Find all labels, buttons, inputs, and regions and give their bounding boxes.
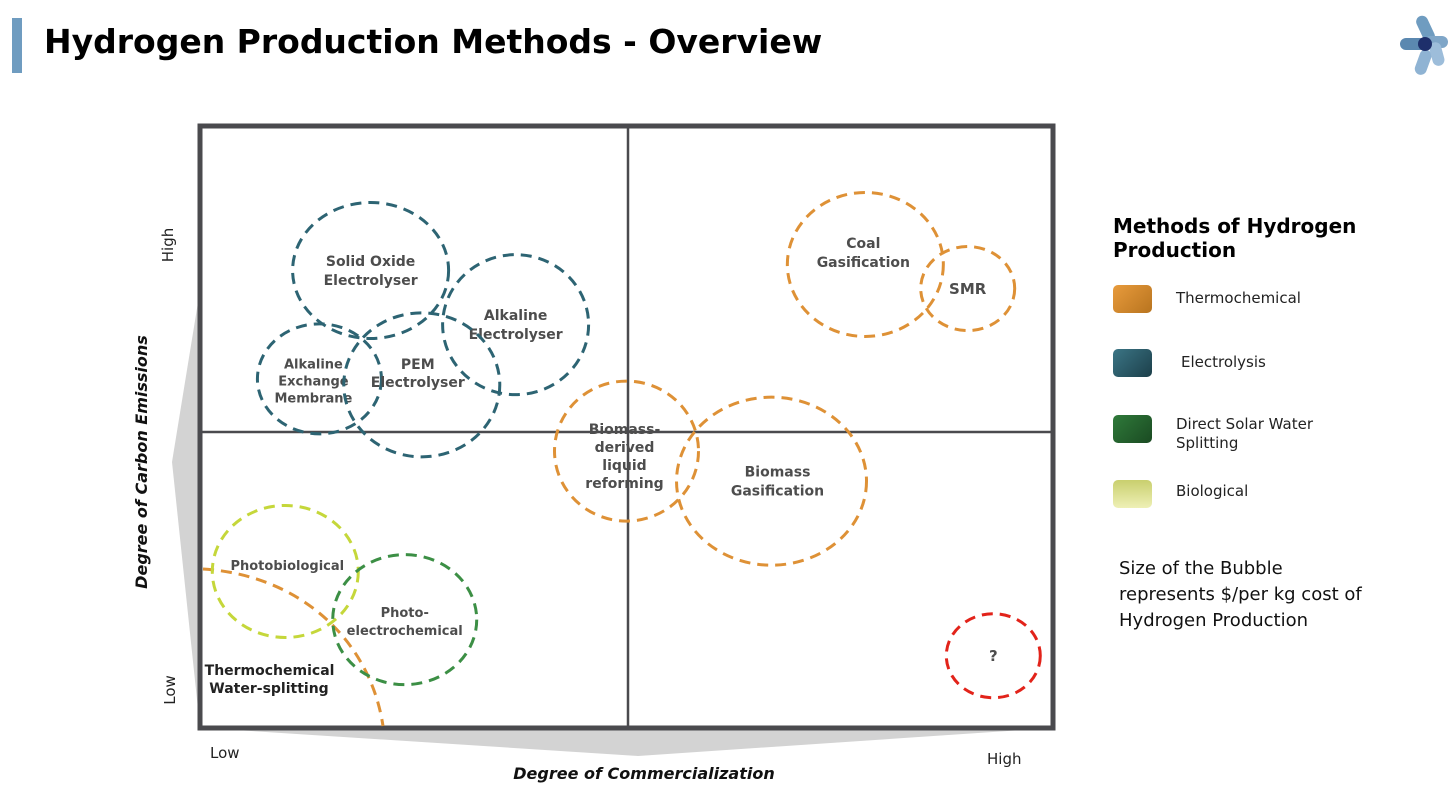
y-axis-shadow	[172, 290, 200, 728]
bubble-label-unknown: ?	[989, 647, 998, 665]
legend-label: Electrolysis	[1181, 353, 1266, 371]
legend-swatch-biological	[1113, 480, 1152, 508]
bubble-smr	[919, 245, 1017, 333]
bubble-label-line: Biomass-	[589, 422, 661, 438]
bubble-label-line: Solid Oxide	[326, 254, 415, 270]
legend-label: Biological	[1176, 482, 1249, 500]
star-logo-icon	[1400, 15, 1448, 75]
bubble-label-line: PEM	[401, 357, 435, 373]
x-axis-shadow	[204, 728, 1052, 756]
legend-title: Methods of Hydrogen Production	[1113, 214, 1357, 262]
legend-swatch-thermochemical	[1113, 285, 1152, 313]
bubble-solid-oxide	[291, 200, 451, 340]
bubble-label-line: Gasification	[817, 255, 910, 271]
x-axis-low-label: Low	[210, 744, 240, 762]
bubble-label-line: electrochemical	[347, 624, 463, 639]
legend: Methods of Hydrogen Production Thermoche…	[1113, 214, 1443, 508]
y-axis-low-label: Low	[161, 675, 179, 705]
bubble-pem	[342, 311, 502, 459]
y-axis-high-label: High	[159, 228, 177, 262]
y-axis-title: Degree of Carbon Emissions	[132, 335, 151, 589]
page-title: Hydrogen Production Methods - Overview	[44, 22, 823, 61]
bubble-label-line: SMR	[949, 280, 987, 298]
bubble-alkaline	[441, 253, 591, 397]
quadrant-frame	[197, 123, 1056, 731]
x-axis-title: Degree of Commercialization	[513, 764, 774, 783]
bubble-label-line: Alkaline	[484, 308, 547, 324]
bubble-label-line: Alkaline	[284, 357, 343, 372]
x-axis-high-label: High	[987, 750, 1021, 768]
bubble-label-line: liquid	[602, 458, 646, 474]
bubble-coal-gasification	[785, 190, 945, 338]
bubble-label-photobiological: Photobiological	[230, 559, 344, 574]
bubble-label-line: ?	[989, 647, 998, 665]
bubble-label-line: Electrolyser	[371, 375, 465, 391]
bubble-label-line: Membrane	[274, 391, 352, 406]
bubble-label-line: Electrolyser	[324, 273, 418, 289]
bubble-label-line: Photobiological	[230, 559, 344, 574]
bubble-label-line: Photo-	[381, 606, 429, 621]
thermochemical-water-splitting-arc	[202, 567, 385, 727]
legend-swatch-direct-solar	[1113, 415, 1152, 443]
bubble-label-photo-electrochemical: Photo-electrochemical	[347, 606, 463, 639]
bubble-label-smr: SMR	[949, 280, 987, 298]
bubble-label-line: Exchange	[278, 374, 349, 389]
legend-label: Thermochemical	[1176, 289, 1301, 307]
thermochemical-water-splitting-label: Thermochemical Water-splitting	[205, 663, 340, 697]
bubble-label-line: derived	[595, 440, 655, 456]
legend-item-electrolysis: Electrolysis	[1113, 349, 1443, 389]
bubble-label-line: Gasification	[731, 484, 824, 500]
legend-item-thermochemical: Thermochemical	[1113, 285, 1443, 325]
bubble-biomass-liquid	[553, 379, 700, 523]
bubble-size-note: Size of the Bubble represents $/per kg c…	[1119, 558, 1362, 631]
title-accent-bar	[12, 18, 22, 73]
bubble-biomass-gasification	[675, 395, 869, 567]
legend-item-direct-solar: Direct Solar Water Splitting	[1113, 415, 1443, 455]
bubble-unknown	[944, 612, 1042, 700]
bubble-label-line: Electrolyser	[469, 327, 563, 343]
bubble-label-line: Coal	[846, 236, 880, 252]
bubble-label-line: Biomass	[745, 465, 811, 481]
bubble-label-pem: PEM Electrolyser	[371, 357, 465, 391]
bubble-label-biomass-liquid: Biomass-derived liquid reforming	[585, 422, 663, 492]
bubble-photo-electrochemical	[331, 553, 479, 687]
legend-item-biological: Biological	[1113, 480, 1443, 520]
bubble-alkaline-exchange	[255, 322, 383, 436]
legend-label: Direct Solar Water Splitting	[1176, 415, 1314, 452]
bubble-label-line: reforming	[585, 476, 663, 492]
legend-swatch-electrolysis	[1113, 349, 1152, 377]
